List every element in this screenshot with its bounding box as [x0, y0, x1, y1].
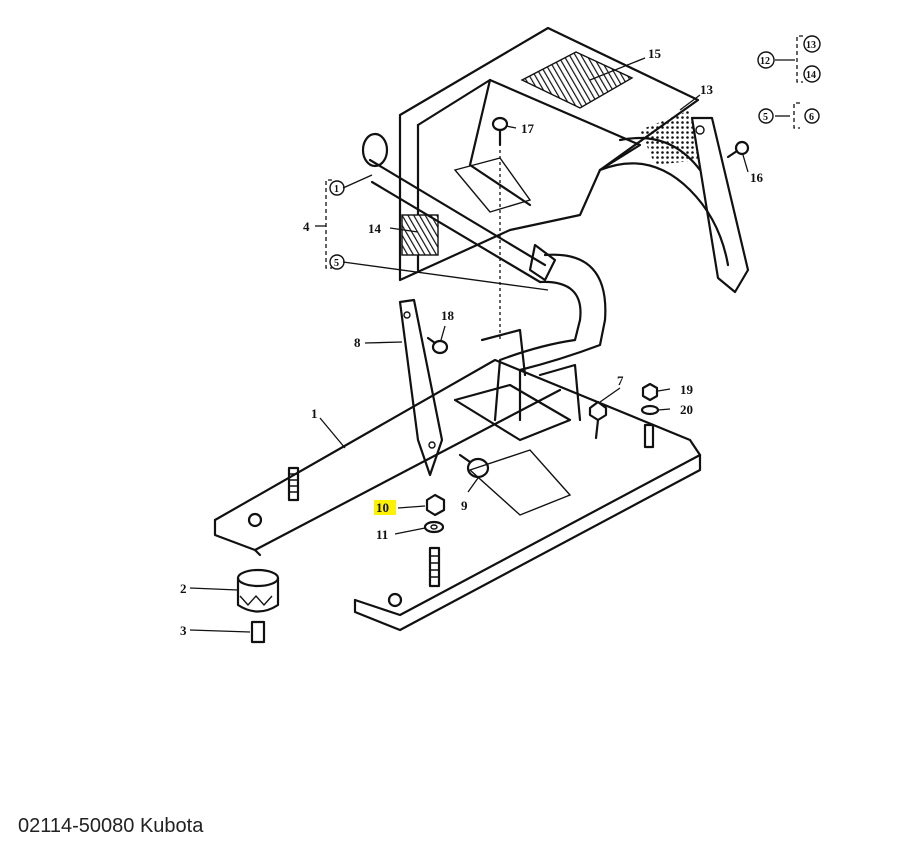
callout-18: 18 — [441, 308, 455, 323]
bolt-16 — [726, 140, 750, 159]
hex-nut-19 — [641, 382, 659, 402]
callout-1: 1 — [311, 406, 318, 421]
stay-arm-8 — [398, 298, 444, 477]
bolt-7 — [588, 400, 608, 440]
circled-callouts: 1 5 12 13 14 5 6 — [329, 35, 821, 270]
callout-10: 10 — [376, 500, 389, 515]
part-number-caption: 02114-50080 Kubota — [18, 815, 204, 837]
frame-bolt-left — [247, 512, 263, 528]
callout-3: 3 — [180, 623, 187, 638]
frame-bolt-right — [387, 592, 403, 608]
muffler-end-cap — [361, 132, 389, 168]
callout-9: 9 — [461, 498, 468, 513]
callout-20: 20 — [680, 402, 693, 417]
support-stay — [690, 116, 750, 294]
bolt-3 — [250, 620, 266, 644]
callout-7: 7 — [617, 373, 624, 388]
callout-14: 14 — [368, 221, 382, 236]
callout-16: 16 — [750, 170, 764, 185]
washer-20 — [640, 404, 660, 416]
circle-callout-14: 14 — [806, 70, 816, 81]
circle-callout-1: 1 — [334, 184, 339, 195]
stud-right — [643, 423, 655, 449]
bolt-18 — [426, 336, 449, 355]
circle-callout-5b: 5 — [763, 112, 768, 123]
stud-left — [287, 466, 300, 502]
base-frame — [213, 358, 702, 632]
muffler-pipe — [361, 132, 607, 422]
callout-8: 8 — [354, 335, 361, 350]
callout-17: 17 — [521, 121, 535, 136]
callout-labels: 15 13 17 16 14 4 8 18 7 19 20 1 9 10 11 … — [180, 46, 764, 638]
stud-center — [428, 546, 441, 588]
rubber-mount-2 — [236, 568, 280, 613]
muffler-cover — [398, 26, 730, 282]
leader-lines — [189, 35, 803, 633]
base-plate — [468, 449, 572, 516]
cover-perforation — [640, 110, 700, 165]
circle-callout-6: 6 — [809, 112, 814, 123]
pipe-mount-bracket — [453, 328, 582, 442]
callout-2: 2 — [180, 581, 187, 596]
callout-19: 19 — [680, 382, 694, 397]
circle-callout-5: 5 — [334, 258, 339, 269]
cover-side-hatch — [401, 214, 439, 256]
hex-nut-10 — [425, 493, 446, 517]
circle-callout-12: 12 — [760, 56, 770, 67]
bolt-17 — [491, 116, 509, 340]
callout-13: 13 — [700, 82, 714, 97]
bolt-9 — [458, 453, 490, 479]
callout-15: 15 — [648, 46, 662, 61]
washer-11 — [423, 520, 445, 534]
callout-11: 11 — [376, 527, 388, 542]
callout-10-highlight — [374, 500, 396, 515]
cover-vent-hatch — [520, 51, 634, 109]
callout-4: 4 — [303, 219, 310, 234]
circle-callout-13: 13 — [806, 40, 816, 51]
